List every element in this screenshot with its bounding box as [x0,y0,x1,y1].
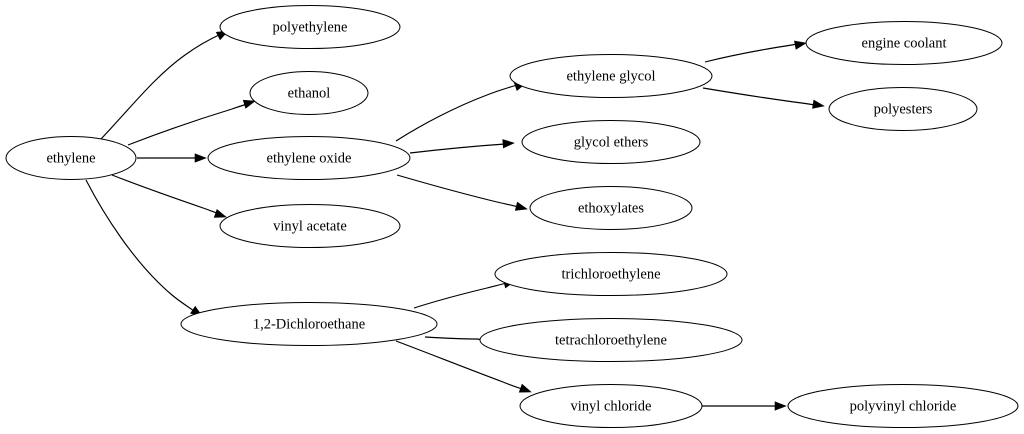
node-shape-vinyl-chloride [519,384,703,428]
arrowhead-dichloroethane-to-vinyl-chloride [518,383,532,393]
node-glycol-ethers[interactable]: glycol ethers [521,120,701,164]
node-shape-ethylene-oxide [207,136,411,180]
node-polyesters[interactable]: polyesters [828,87,978,131]
node-label-ethylene-oxide: ethylene oxide [267,150,352,166]
node-label-trichloroethylene: trichloroethylene [561,266,660,282]
arrowhead-ethylene-oxide-to-glycol-ethers [502,139,515,149]
node-label-ethoxylates: ethoxylates [578,200,644,216]
edge-ethylene-to-polyethylene [99,33,222,141]
node-shape-tetrachloroethylene [479,318,743,362]
edges-layer [85,33,816,407]
node-label-vinyl-acetate: vinyl acetate [273,218,347,234]
arrowhead-vinyl-chloride-to-polyvinyl-chloride [774,401,787,411]
node-polyethylene[interactable]: polyethylene [219,5,401,49]
edge-ethylene-to-vinyl_acetate [111,174,220,215]
node-tetrachloroethylene[interactable]: tetrachloroethylene [479,318,743,362]
node-ethoxylates[interactable]: ethoxylates [529,186,693,230]
arrowhead-ethylene-to-ethylene-oxide [194,153,207,163]
node-shape-vinyl-acetate [219,204,401,248]
node-shape-glycol-ethers [521,120,701,164]
node-label-ethylene-glycol: ethylene glycol [567,68,656,84]
edge-ethylene-to-dichloroethane [85,179,195,312]
node-shape-trichloroethylene [494,252,728,296]
edge-ethylene_oxide-to-glycol_ethers [409,143,506,154]
node-ethylene-oxide[interactable]: ethylene oxide [207,136,411,180]
node-label-ethanol: ethanol [288,85,331,101]
node-dichloroethane[interactable]: 1,2-Dichloroethane [180,302,438,346]
node-vinyl-acetate[interactable]: vinyl acetate [219,204,401,248]
node-shape-ethylene [5,136,137,180]
node-label-glycol-ethers: glycol ethers [574,134,649,150]
node-label-polyethylene: polyethylene [273,19,348,35]
edge-ethylene_oxide-to-ethylene_glycol [395,84,518,142]
node-trichloroethylene[interactable]: trichloroethylene [494,252,728,296]
node-engine-coolant[interactable]: engine coolant [805,21,1003,65]
nodes-layer: ethylene polyethylene ethanol ethylene oxid… [5,5,1019,428]
node-ethylene[interactable]: ethylene [5,136,137,180]
arrowhead-ethylene-to-ethanol [242,99,256,109]
edge-dichloroethane-to-vinyl_chloride [395,340,523,390]
arrowhead-ethylene-to-vinyl-acetate [213,208,227,218]
node-label-vinyl-chloride: vinyl chloride [571,398,652,414]
node-shape-polyvinyl-chloride [787,384,1019,428]
arrowhead-ethylene-oxide-to-ethoxylates [514,201,528,211]
edge-dichloroethane-to-trichloroethylene [413,282,507,309]
node-shape-dichloroethane [180,302,438,346]
node-shape-ethylene-glycol [509,54,713,98]
node-label-polyesters: polyesters [874,101,933,117]
arrowhead-ethylene-glycol-to-engine-coolant [794,40,807,50]
node-label-engine-coolant: engine coolant [862,35,947,51]
node-label-polyvinyl-chloride: polyvinyl chloride [850,398,957,414]
arrowhead-ethylene-glycol-to-polyesters [812,99,825,109]
node-shape-ethanol [249,71,369,115]
node-label-dichloroethane: 1,2-Dichloroethane [253,316,365,332]
node-shape-ethoxylates [529,186,693,230]
node-label-tetrachloroethylene: tetrachloroethylene [555,332,667,348]
edge-ethylene_oxide-to-ethoxylates [396,174,519,208]
node-ethanol[interactable]: ethanol [249,71,369,115]
node-vinyl-chloride[interactable]: vinyl chloride [519,384,703,428]
edge-ethylene-to-ethanol [127,103,249,146]
node-shape-engine-coolant [805,21,1003,65]
edge-ethylene_glycol-to-polyesters [702,87,816,106]
node-label-ethylene: ethylene [46,150,95,166]
node-shape-polyethylene [219,5,401,49]
node-ethylene-glycol[interactable]: ethylene glycol [509,54,713,98]
edge-ethylene_glycol-to-engine_coolant [704,43,798,63]
node-polyvinyl-chloride[interactable]: polyvinyl chloride [787,384,1019,428]
node-shape-polyesters [828,87,978,131]
